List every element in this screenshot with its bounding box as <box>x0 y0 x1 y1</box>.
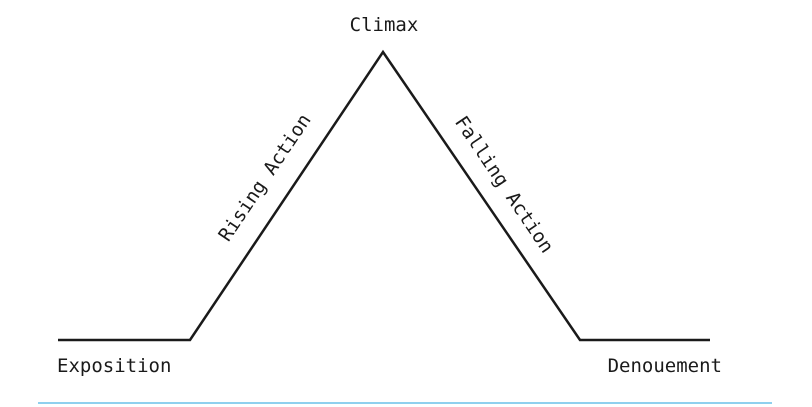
climax-label: Climax <box>350 14 419 36</box>
falling-action-label: Falling Action <box>450 112 558 257</box>
rising-action-label: Rising Action <box>214 110 315 246</box>
denouement-label: Denouement <box>608 355 722 377</box>
plot-line <box>58 49 710 342</box>
bottom-divider <box>38 402 772 404</box>
exposition-label: Exposition <box>57 355 171 377</box>
